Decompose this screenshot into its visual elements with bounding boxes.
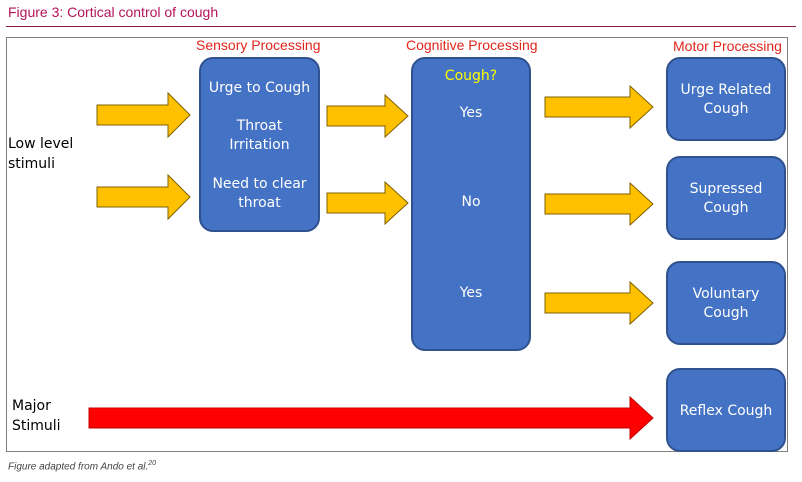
title-divider xyxy=(6,26,796,27)
suppressed-cough-line1: Supressed xyxy=(689,181,763,197)
need-to-clear-throat-line2: throat xyxy=(238,195,281,211)
sensory-processing-box: Urge to Cough Throat Irritation Need to … xyxy=(199,57,320,232)
voluntary-cough-line1: Voluntary xyxy=(692,286,760,302)
arrow-sensory-to-cognitive-1 xyxy=(326,93,409,139)
low-level-stimuli-line2: stimuli xyxy=(8,156,55,172)
throat-irritation-line1: Throat xyxy=(236,118,283,134)
voluntary-cough-line2: Cough xyxy=(703,305,749,321)
major-stimuli-line2: Stimuli xyxy=(12,418,61,434)
major-stimuli-line1: Major xyxy=(12,398,51,414)
low-level-stimuli-label: Low level stimuli xyxy=(8,134,73,174)
diagram-frame xyxy=(6,37,788,452)
suppressed-cough-line2: Cough xyxy=(703,200,749,216)
arrow-low-level-to-sensory-1 xyxy=(96,91,191,139)
need-to-clear-throat-line1: Need to clear xyxy=(212,176,307,192)
voluntary-cough-box: Voluntary Cough xyxy=(666,261,786,345)
reflex-cough-box: Reflex Cough xyxy=(666,368,786,452)
urge-to-cough-text: Urge to Cough xyxy=(208,80,311,96)
cognitive-processing-box: Cough? Yes No Yes xyxy=(411,57,531,351)
arrow-yes-to-urge-related xyxy=(544,84,654,130)
figure-title: Figure 3: Cortical control of cough xyxy=(8,4,219,20)
suppressed-cough-box: Supressed Cough xyxy=(666,156,786,240)
urge-related-cough-line1: Urge Related xyxy=(680,82,772,98)
sensory-processing-heading: Sensory Processing xyxy=(196,37,321,53)
cough-question-text: Cough? xyxy=(444,68,498,84)
answer-no: No xyxy=(461,194,481,210)
arrow-major-stimuli-to-reflex xyxy=(88,395,654,441)
caption-text: Figure adapted from Ando et al. xyxy=(8,461,149,473)
caption-reference: 20 xyxy=(148,460,157,467)
arrow-no-to-suppressed xyxy=(544,181,654,227)
motor-processing-heading: Motor Processing xyxy=(673,38,782,54)
low-level-stimuli-line1: Low level xyxy=(8,136,74,152)
figure-caption: Figure adapted from Ando et al.20 xyxy=(8,460,156,472)
answer-yes-urge: Yes xyxy=(459,105,483,121)
urge-related-cough-line2: Cough xyxy=(703,101,749,117)
arrow-yes-to-voluntary xyxy=(544,280,654,326)
reflex-cough-text: Reflex Cough xyxy=(679,403,773,419)
arrow-low-level-to-sensory-2 xyxy=(96,173,191,221)
answer-yes-voluntary: Yes xyxy=(459,285,483,301)
major-stimuli-label: Major Stimuli xyxy=(12,396,61,436)
cognitive-processing-heading: Cognitive Processing xyxy=(406,37,538,53)
arrow-sensory-to-cognitive-2 xyxy=(326,180,409,226)
urge-related-cough-box: Urge Related Cough xyxy=(666,57,786,141)
throat-irritation-line2: Irritation xyxy=(229,137,290,153)
